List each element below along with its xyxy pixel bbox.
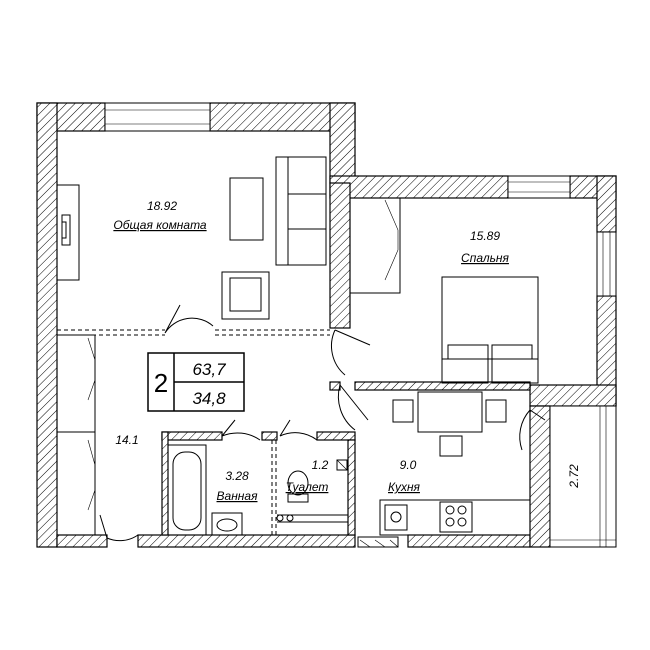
toilet-area: 1.2 bbox=[312, 458, 329, 472]
bedroom-area: 15.89 bbox=[470, 229, 500, 243]
living-area-total: 34,8 bbox=[192, 389, 226, 408]
hall-area: 14.1 bbox=[115, 433, 138, 447]
balcony-area: 2.72 bbox=[567, 464, 581, 489]
bedroom-furniture bbox=[349, 197, 539, 384]
bedroom-name: Спальня bbox=[461, 251, 509, 265]
area-summary-box: 2 63,7 34,8 bbox=[147, 352, 245, 412]
room-labels: 18.92 Общая комната 15.89 Спальня 14.1 3… bbox=[113, 199, 581, 503]
living-name: Общая комната bbox=[113, 218, 207, 232]
rooms-count: 2 bbox=[154, 368, 168, 398]
kitchen-furniture bbox=[336, 391, 531, 548]
doors bbox=[99, 304, 546, 542]
hall-furniture bbox=[56, 334, 96, 536]
living-furniture bbox=[56, 156, 327, 320]
living-area: 18.92 bbox=[147, 199, 177, 213]
bath-furniture bbox=[167, 444, 348, 536]
total-area: 63,7 bbox=[192, 360, 226, 379]
bathroom-name: Ванная bbox=[217, 489, 259, 503]
toilet-name: Туалет bbox=[286, 480, 329, 494]
kitchen-area: 9.0 bbox=[400, 458, 417, 472]
bathroom-area: 3.28 bbox=[225, 469, 249, 483]
windows bbox=[104, 102, 617, 548]
outer-walls bbox=[36, 102, 617, 548]
kitchen-name: Кухня bbox=[388, 480, 421, 494]
